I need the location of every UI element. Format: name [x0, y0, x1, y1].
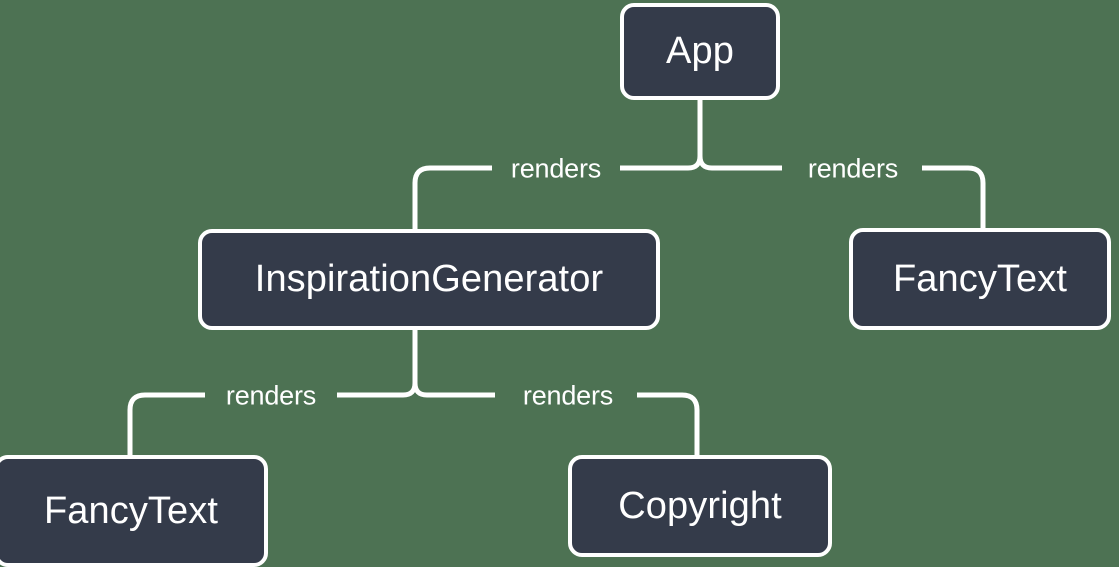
edge-app-to-inspiration-generator-left [412, 165, 492, 229]
node-fancy-text-bottom-label: FancyText [43, 489, 219, 532]
edge-label-inspiration-generator-to-fancy-text-bottom: renders [225, 380, 317, 411]
edge-label-app-to-fancy-text-right: renders [807, 153, 899, 184]
edge-label-app-to-inspiration-generator: renders [510, 153, 602, 184]
node-fancy-text-right-label: FancyText [892, 257, 1068, 300]
edge-app-stem-left [687, 155, 703, 171]
edge-inspiration-stem-left [402, 382, 418, 398]
node-copyright-label: Copyright [618, 484, 782, 527]
edge-app-to-fancy-text-right-end [922, 165, 986, 228]
node-inspiration-generator-label: InspirationGenerator [254, 258, 604, 300]
node-app[interactable]: App [620, 3, 780, 100]
node-fancy-text-bottom[interactable]: FancyText [0, 455, 268, 567]
node-app-label: App [666, 30, 734, 72]
node-inspiration-generator[interactable]: InspirationGenerator [198, 229, 660, 330]
edge-label-inspiration-generator-to-copyright: renders [522, 380, 614, 411]
edge-inspiration-to-fancy-text-bottom-end [127, 392, 205, 455]
edge-inspiration-to-copyright-end [637, 392, 700, 455]
node-fancy-text-right[interactable]: FancyText [849, 228, 1111, 330]
node-copyright[interactable]: Copyright [568, 455, 832, 557]
